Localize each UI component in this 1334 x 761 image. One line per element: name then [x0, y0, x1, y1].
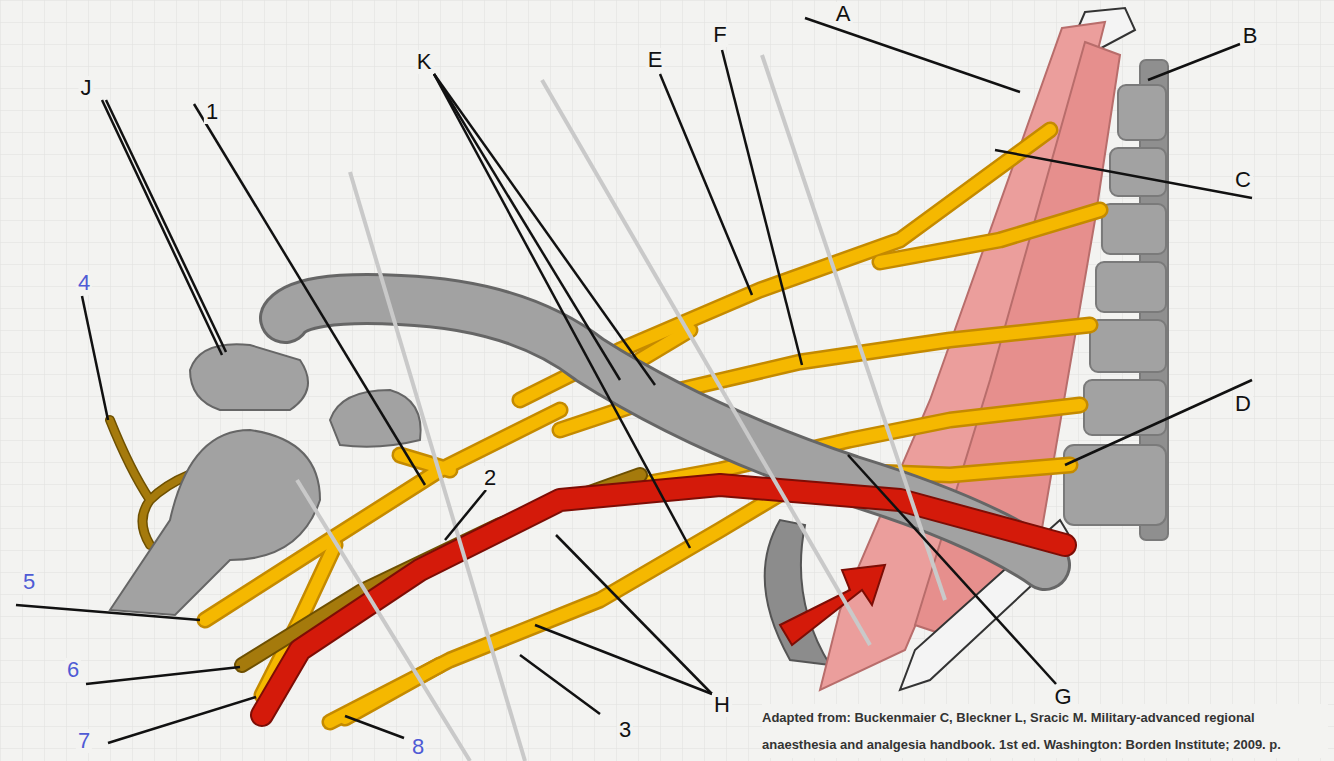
rib — [765, 520, 830, 665]
needle-line — [350, 172, 525, 761]
callout-label: C — [1233, 168, 1253, 192]
nerve-fill — [205, 130, 1100, 722]
coracoid-process — [330, 390, 421, 447]
callout-label: 1 — [204, 100, 220, 124]
callout-label: 6 — [65, 658, 81, 682]
nerve — [640, 330, 690, 360]
vertebra — [1090, 320, 1166, 372]
leader-line — [445, 490, 486, 540]
leader-line — [82, 296, 108, 420]
callout-label: 5 — [21, 570, 37, 594]
nerve-group — [110, 130, 1100, 722]
leader-lines — [16, 18, 1252, 743]
source-caption: Adapted from: Buckenmaier C, Bleckner L,… — [762, 704, 1328, 758]
callout-label: F — [711, 23, 728, 47]
callout-label: B — [1241, 24, 1260, 48]
leader-line — [434, 74, 690, 548]
leader-line — [194, 104, 425, 485]
leader-line — [108, 697, 256, 743]
leader-line — [556, 535, 712, 694]
leader-line — [106, 100, 226, 352]
leader-line — [434, 74, 655, 385]
leader-line — [848, 455, 1056, 684]
humerus — [110, 430, 320, 615]
vertebra — [1118, 85, 1166, 140]
callout-label: 3 — [617, 718, 633, 742]
leader-line — [995, 150, 1252, 198]
leader-line — [722, 50, 802, 365]
callout-label: K — [415, 50, 434, 74]
leader-line — [345, 716, 404, 738]
nerve-outline — [205, 130, 1100, 722]
callout-label: D — [1233, 392, 1253, 416]
callout-label: 4 — [76, 271, 92, 295]
callout-label: 2 — [482, 466, 498, 490]
leader-line — [535, 625, 712, 694]
callout-label: 7 — [76, 729, 92, 753]
acromion — [190, 344, 308, 410]
leader-line — [434, 74, 620, 380]
vertebra — [1084, 380, 1166, 435]
vertebra — [1064, 445, 1166, 525]
nerve — [880, 210, 1100, 262]
callout-label: A — [834, 2, 853, 26]
callout-label: 8 — [410, 735, 426, 759]
leader-line — [86, 667, 240, 684]
vertebra — [1102, 204, 1166, 254]
leader-line — [16, 605, 200, 620]
needle-line — [762, 55, 945, 600]
leader-line — [1065, 380, 1252, 465]
needle-lines — [297, 55, 945, 761]
vertebra — [1096, 262, 1166, 312]
needle-line — [297, 480, 470, 761]
leader-line — [805, 18, 1020, 92]
leader-line — [520, 655, 600, 714]
leader-line — [102, 100, 222, 355]
leader-line — [1148, 44, 1240, 80]
leader-line — [660, 74, 752, 295]
callout-label: E — [646, 48, 665, 72]
callout-label: J — [79, 76, 94, 100]
callout-label: H — [712, 693, 732, 717]
shoulder-bones — [110, 344, 421, 615]
